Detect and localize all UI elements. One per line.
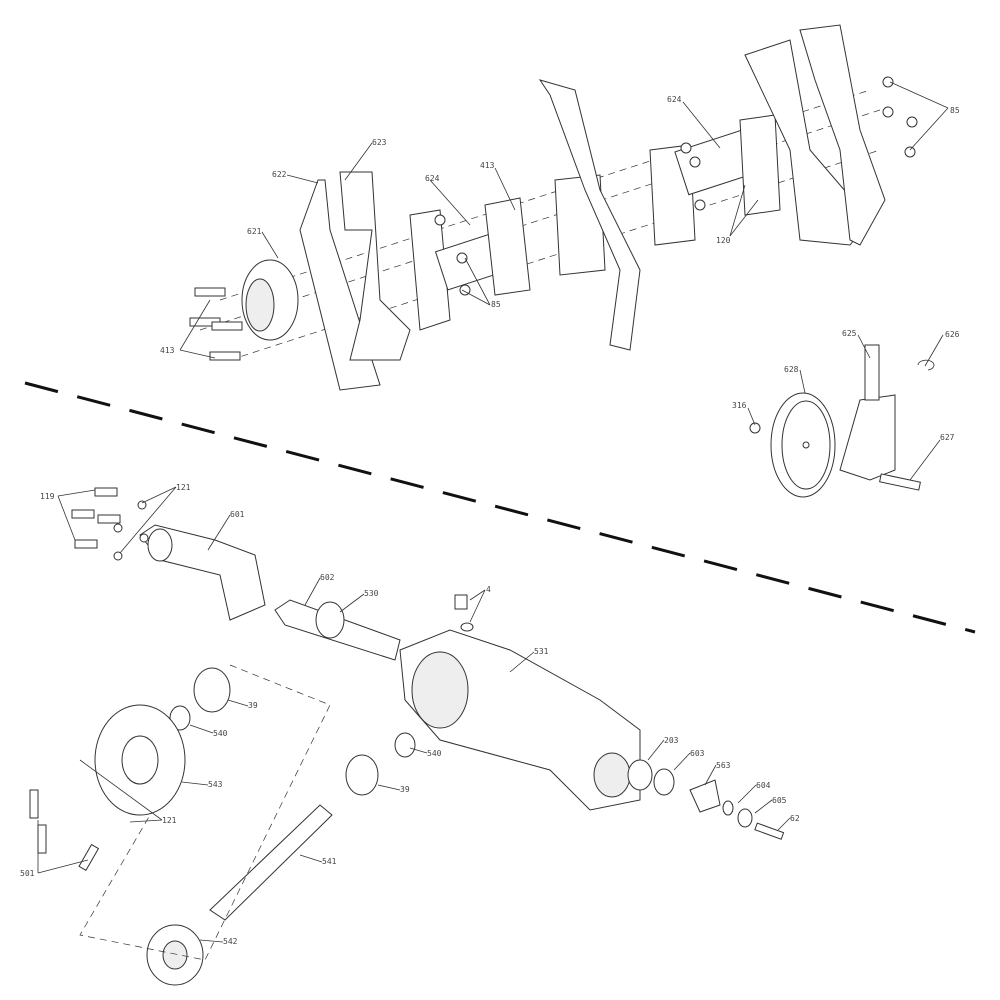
bearing-203: [627, 759, 653, 791]
part-label: 62: [790, 814, 800, 823]
nuts-85: [434, 76, 918, 296]
part-label: 540: [427, 749, 442, 758]
part-label: 563: [716, 761, 731, 770]
tine-assembly: [189, 24, 918, 391]
part-label: 540: [213, 729, 228, 738]
section-divider: [24, 381, 976, 634]
part-label: 601: [230, 510, 245, 519]
washer-605: [737, 808, 753, 828]
leader-lines: [37, 81, 949, 943]
bolts-501: [29, 789, 100, 871]
bearing-530: [315, 601, 345, 639]
seal-540: [394, 732, 416, 758]
tine-623: [339, 171, 411, 361]
part-label: 604: [756, 781, 771, 790]
seal-540-top: [169, 705, 191, 731]
part-label: 501: [20, 869, 35, 878]
part-label: 85: [950, 106, 960, 115]
part-label: 628: [784, 365, 799, 374]
part-label: 622: [272, 170, 287, 179]
nuts-121: [113, 500, 149, 561]
washer-604: [722, 800, 734, 816]
part-label: 120: [716, 236, 731, 245]
part-label: 543: [208, 780, 223, 789]
part-label: 203: [664, 736, 679, 745]
part-label: 121: [162, 816, 177, 825]
part-label: 39: [248, 701, 258, 710]
part-label: 530: [364, 589, 379, 598]
part-label: 541: [322, 857, 337, 866]
part-label: 316: [732, 401, 747, 410]
bracket: [839, 394, 896, 481]
part-label: 602: [320, 573, 335, 582]
part-label: 85: [491, 300, 501, 309]
part-label: 413: [480, 161, 495, 170]
seal-603: [653, 768, 675, 796]
part-label: 413: [160, 346, 175, 355]
tine-right-b: [799, 24, 886, 246]
part-label: 531: [534, 647, 549, 656]
plate: [409, 209, 451, 331]
part-labels: 623 622 624 621 413 85 413 624 120 85 62…: [20, 95, 960, 946]
part-label: 626: [945, 330, 960, 339]
wheel-assembly: [749, 344, 935, 498]
tine-center: [538, 79, 641, 351]
part-label: 621: [247, 227, 262, 236]
bolt-62: [754, 822, 785, 840]
bearing-39: [345, 754, 379, 796]
part-label: 625: [842, 329, 857, 338]
part-label: 119: [40, 492, 55, 501]
part-label: 627: [940, 433, 955, 442]
part-label: 624: [667, 95, 682, 104]
part-label: 605: [772, 796, 787, 805]
bolt-627: [879, 473, 921, 491]
part-label: 121: [176, 483, 191, 492]
part-label: 603: [690, 749, 705, 758]
part-label: 4: [486, 585, 491, 594]
part-label: 624: [425, 174, 440, 183]
shaft-541: [209, 804, 333, 921]
bolts-119: [71, 487, 121, 549]
coupling-563: [689, 779, 721, 813]
part-label: 542: [223, 937, 238, 946]
part-label: 623: [372, 138, 387, 147]
bolts-413: [189, 287, 243, 361]
bearing-39-top: [193, 667, 231, 713]
part-label: 39: [400, 785, 410, 794]
